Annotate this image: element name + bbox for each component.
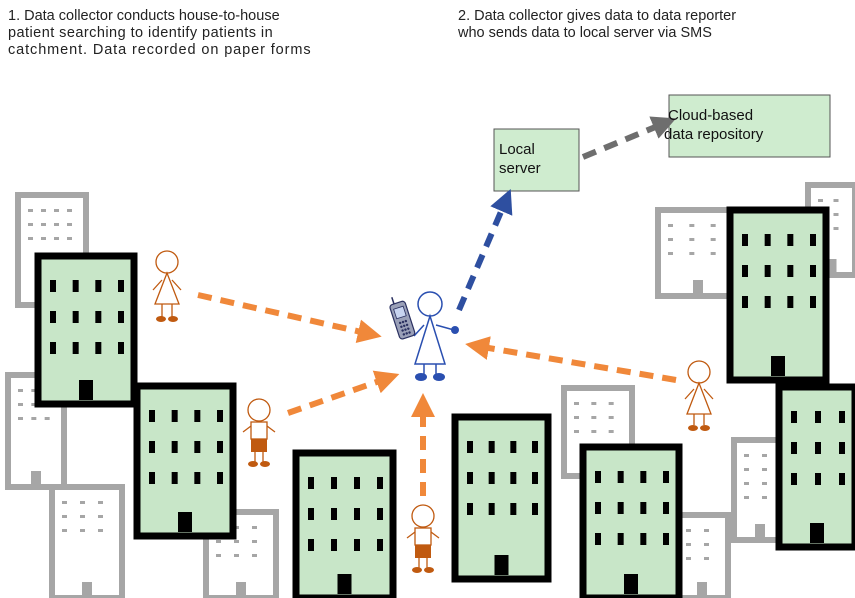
arrows bbox=[197, 116, 677, 496]
step-1-line-3: catchment. Data recorded on paper forms bbox=[8, 42, 312, 58]
step-2-caption: 2. Data collector gives data to data rep… bbox=[458, 8, 736, 42]
cloud-repository-line-2: data repository bbox=[664, 126, 764, 143]
step-1-caption: 1. Data collector conducts house-to-hous… bbox=[8, 8, 311, 59]
arrow-collector-4-to-reporter bbox=[465, 336, 677, 383]
building-icon bbox=[579, 443, 683, 598]
data-reporter-icon bbox=[413, 291, 459, 381]
data-collector-icon bbox=[684, 360, 714, 431]
cloud-repository-box bbox=[668, 94, 831, 158]
building-icon bbox=[133, 382, 237, 540]
building-icon bbox=[655, 207, 741, 299]
foreground-buildings bbox=[34, 206, 855, 598]
local-server-box bbox=[493, 128, 580, 192]
building-icon bbox=[451, 413, 552, 583]
building-icon bbox=[673, 512, 731, 598]
step-2-line-1: 2. Data collector gives data to data rep… bbox=[458, 8, 737, 24]
local-server-label: Local server bbox=[499, 140, 541, 178]
arrow-collector-2-to-reporter bbox=[287, 370, 400, 416]
building-icon bbox=[292, 449, 397, 598]
building-icon bbox=[775, 383, 855, 551]
local-server-line-2: server bbox=[499, 160, 541, 177]
step-2-line-2: who sends data to local server via SMS bbox=[458, 25, 712, 41]
cloud-repository-label: Cloud-based data repository bbox=[664, 106, 763, 144]
building-icon bbox=[34, 252, 138, 408]
arrow-reporter-to-local-server bbox=[456, 188, 513, 312]
step-1-line-2: patient searching to identify patients i… bbox=[8, 25, 274, 41]
building-icon bbox=[726, 206, 830, 384]
data-collector-icon bbox=[152, 250, 182, 322]
data-collector-icon bbox=[242, 398, 276, 467]
cloud-repository-line-1: Cloud-based bbox=[668, 107, 754, 124]
arrow-local-server-to-cloud bbox=[581, 116, 677, 160]
data-collector-icon bbox=[406, 504, 440, 573]
step-1-line-1: 1. Data collector conducts house-to-hous… bbox=[8, 8, 280, 24]
mobile-phone-icon bbox=[389, 297, 416, 340]
building-icon bbox=[49, 484, 125, 598]
local-server-line-1: Local bbox=[499, 141, 535, 158]
arrow-collector-1-to-reporter bbox=[197, 292, 382, 344]
